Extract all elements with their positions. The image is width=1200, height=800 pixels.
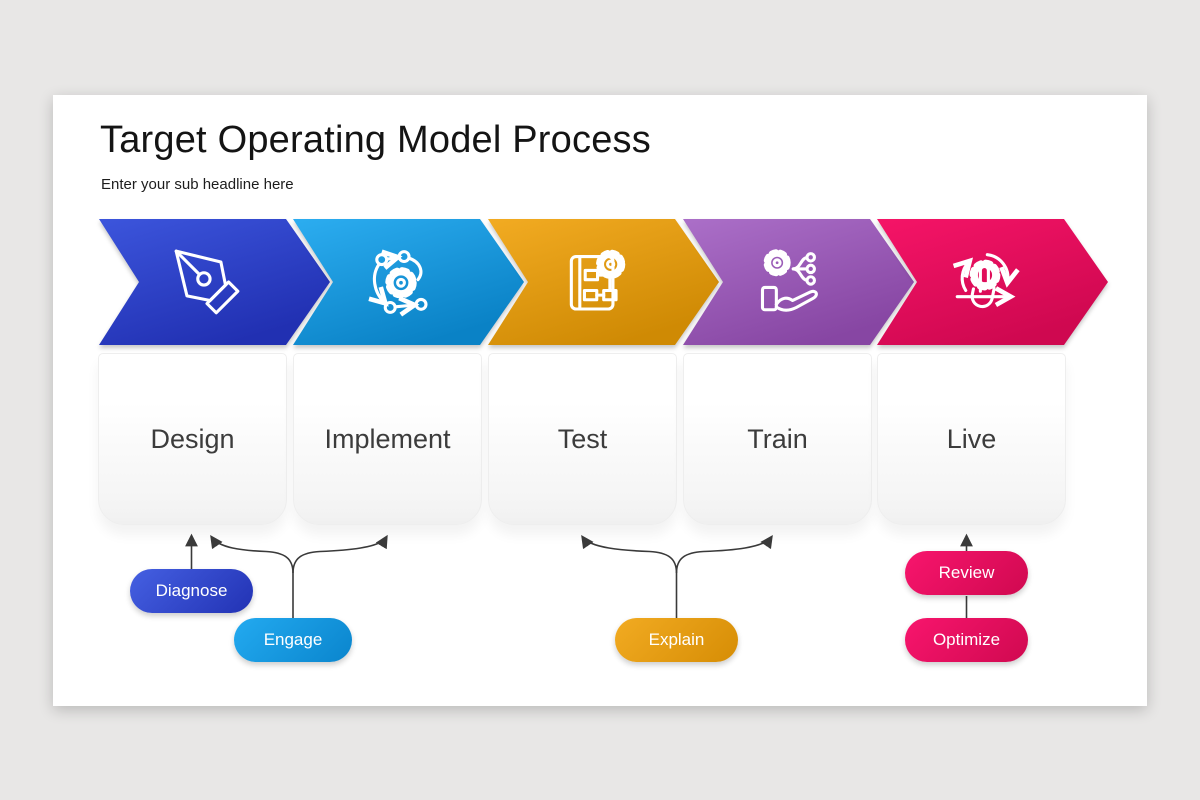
arrow-engage-to-implement [292, 534, 388, 574]
process-step-test [488, 219, 720, 345]
callout-label: Review [938, 563, 995, 582]
callout-optimize: Optimize [905, 618, 1028, 662]
process-step-live [877, 219, 1109, 345]
stage-card-train: Train [683, 353, 872, 525]
callout-engage: Engage [234, 618, 352, 662]
stage-card-live: Live [877, 353, 1066, 525]
callout-review: Review [905, 551, 1028, 595]
stage-card-design: Design [98, 353, 287, 525]
stage-label: Live [946, 423, 997, 454]
hand-gear-share-icon [760, 249, 818, 312]
process-step-implement [293, 219, 525, 345]
process-step-train [683, 219, 915, 345]
stage-label: Train [747, 423, 808, 454]
process-gear-flow-icon [368, 249, 428, 317]
process-step-design [99, 219, 331, 345]
stage-card-implement: Implement [293, 353, 482, 525]
chevron-shape [488, 219, 719, 345]
arrow-explain-to-test [581, 535, 678, 574]
stage-card-test: Test [488, 353, 677, 525]
stage-label: Implement [324, 423, 451, 454]
arrow-explain-to-train [675, 535, 773, 574]
stage-label: Design [150, 423, 235, 454]
page-subtitle: Enter your sub headline here [101, 176, 294, 193]
chevron-shape [99, 219, 330, 345]
callout-label: Optimize [932, 630, 1001, 649]
arrow-engage-to-design [210, 535, 294, 574]
callout-diagnose: Diagnose [130, 569, 253, 613]
stage-label: Test [557, 423, 608, 454]
callout-explain: Explain [615, 618, 738, 662]
chevron-shape [683, 219, 914, 345]
gear-touch-cycle-icon [952, 253, 1020, 309]
callout-label: Engage [263, 630, 323, 649]
slide: Target Operating Model Process Enter you… [53, 95, 1147, 706]
callout-label: Diagnose [155, 581, 228, 600]
pen-tool-icon [174, 249, 240, 315]
callout-label: Explain [648, 630, 705, 649]
blueprint-gear-icon [569, 249, 626, 311]
page-title: Target Operating Model Process [100, 119, 651, 161]
